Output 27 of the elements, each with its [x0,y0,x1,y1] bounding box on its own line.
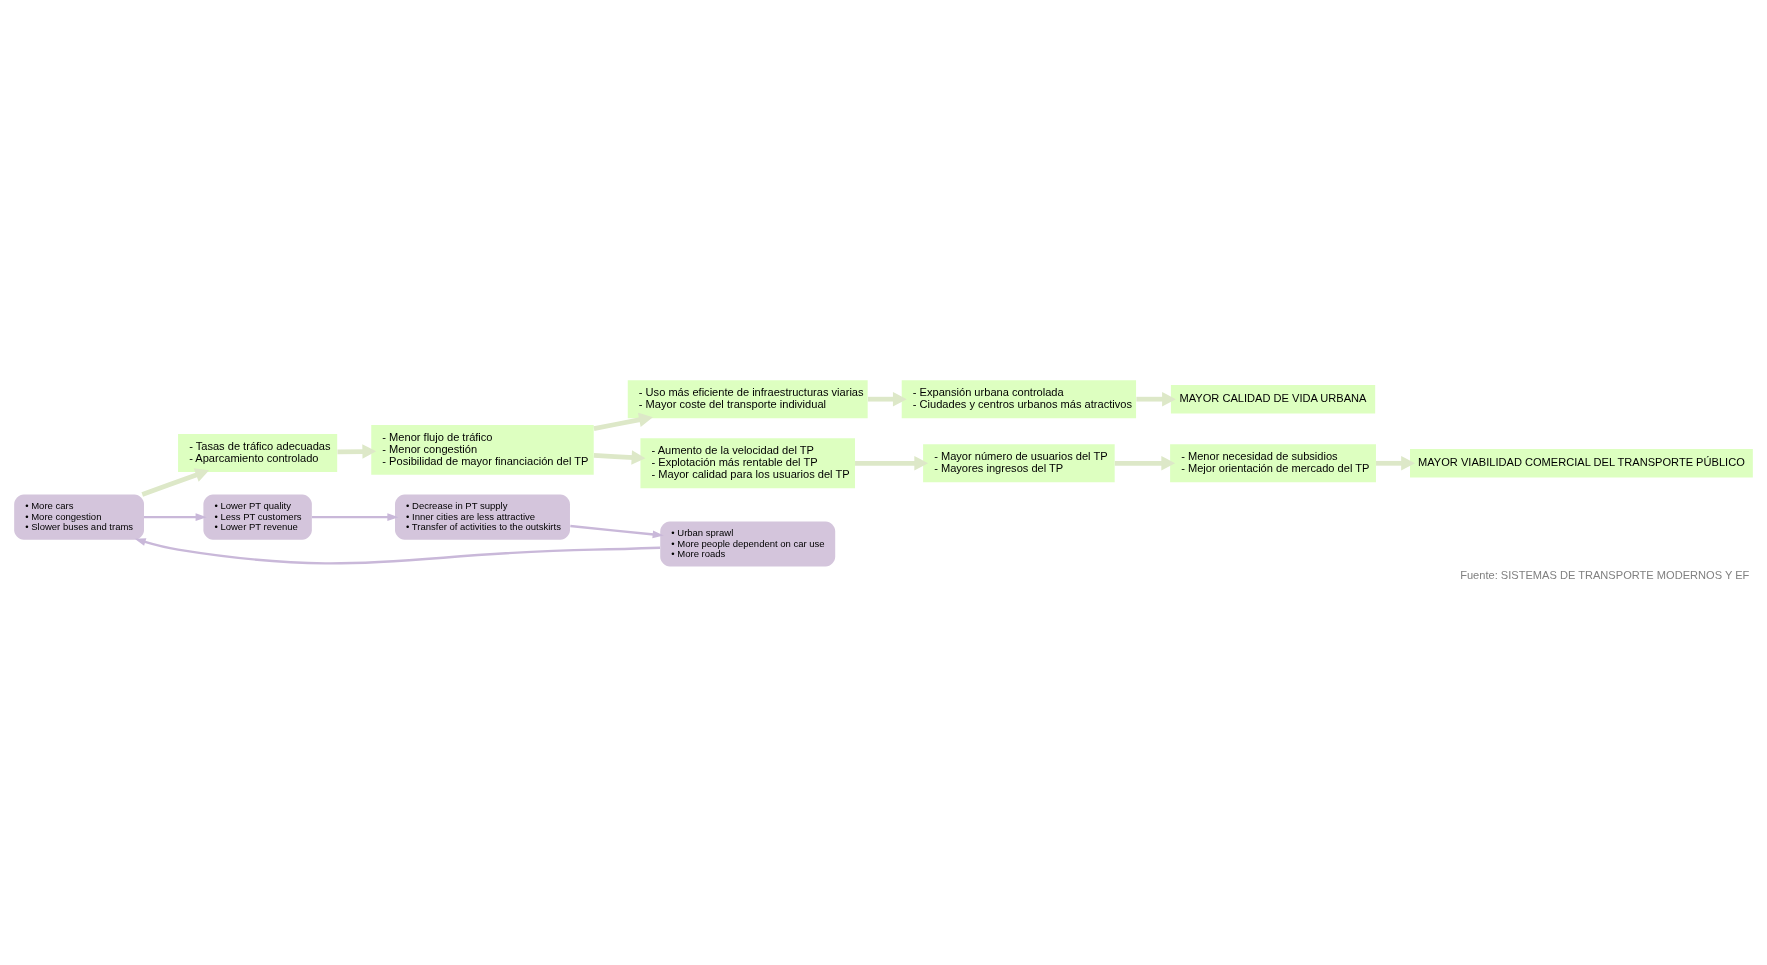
node-box: - Menor flujo de tráfico - Menor congestión - Posibilidad de mayor financiación del TP [371,424,594,475]
arrow [593,450,646,465]
node-box: - Menor necesidad de subsidios - Mejor orientación de mercado del TP [1170,444,1376,483]
arrow [144,513,207,522]
arrow [141,468,210,497]
node-box: - Uso más eficiente de infraestructuras viarias - Mayor coste del transporte individual [627,380,868,419]
arrow [134,538,661,565]
node-box: • More cars • More congestion • Slower buses and trams [14,494,144,540]
node-box: - Expansión urbana controlada - Ciudades y centros urbanos más atractivos [901,380,1137,419]
arrow [337,444,377,459]
arrow [1376,456,1415,471]
node-box: - Mayor número de usuarios del TP - Mayores ingresos del TP [923,444,1115,483]
node-box: • Decrease in PT supply • Inner cities are less attractive • Transfer of activities to the outskirts [395,494,570,540]
node-box: • Lower PT quality • Less PT customers • Lower PT revenue [203,494,312,540]
arrow [570,524,664,539]
arrow [311,513,399,522]
arrow [1114,456,1176,471]
node-box: - Tasas de tráfico adecuadas - Aparcamiento controlado [178,434,338,472]
arrow [855,456,929,471]
arrow [1136,391,1176,407]
arrow [867,391,907,407]
node-box: MAYOR CALIDAD DE VIDA URBANA [1170,384,1376,414]
arrow [593,412,653,431]
caption: Fuente: SISTEMAS DE TRANSPORTE MODERNOS Y EF [1460,568,1750,581]
node-box: MAYOR VIABILIDAD COMERCIAL DEL TRANSPORTE PÚBLICO [1410,449,1753,478]
node-box: • Urban sprawl • More people dependent on car use • More roads [660,521,836,567]
node-box: - Aumento de la velocidad del TP - Explotación más rentable del TP - Mayor calidad para los usuarios del TP [640,438,855,489]
